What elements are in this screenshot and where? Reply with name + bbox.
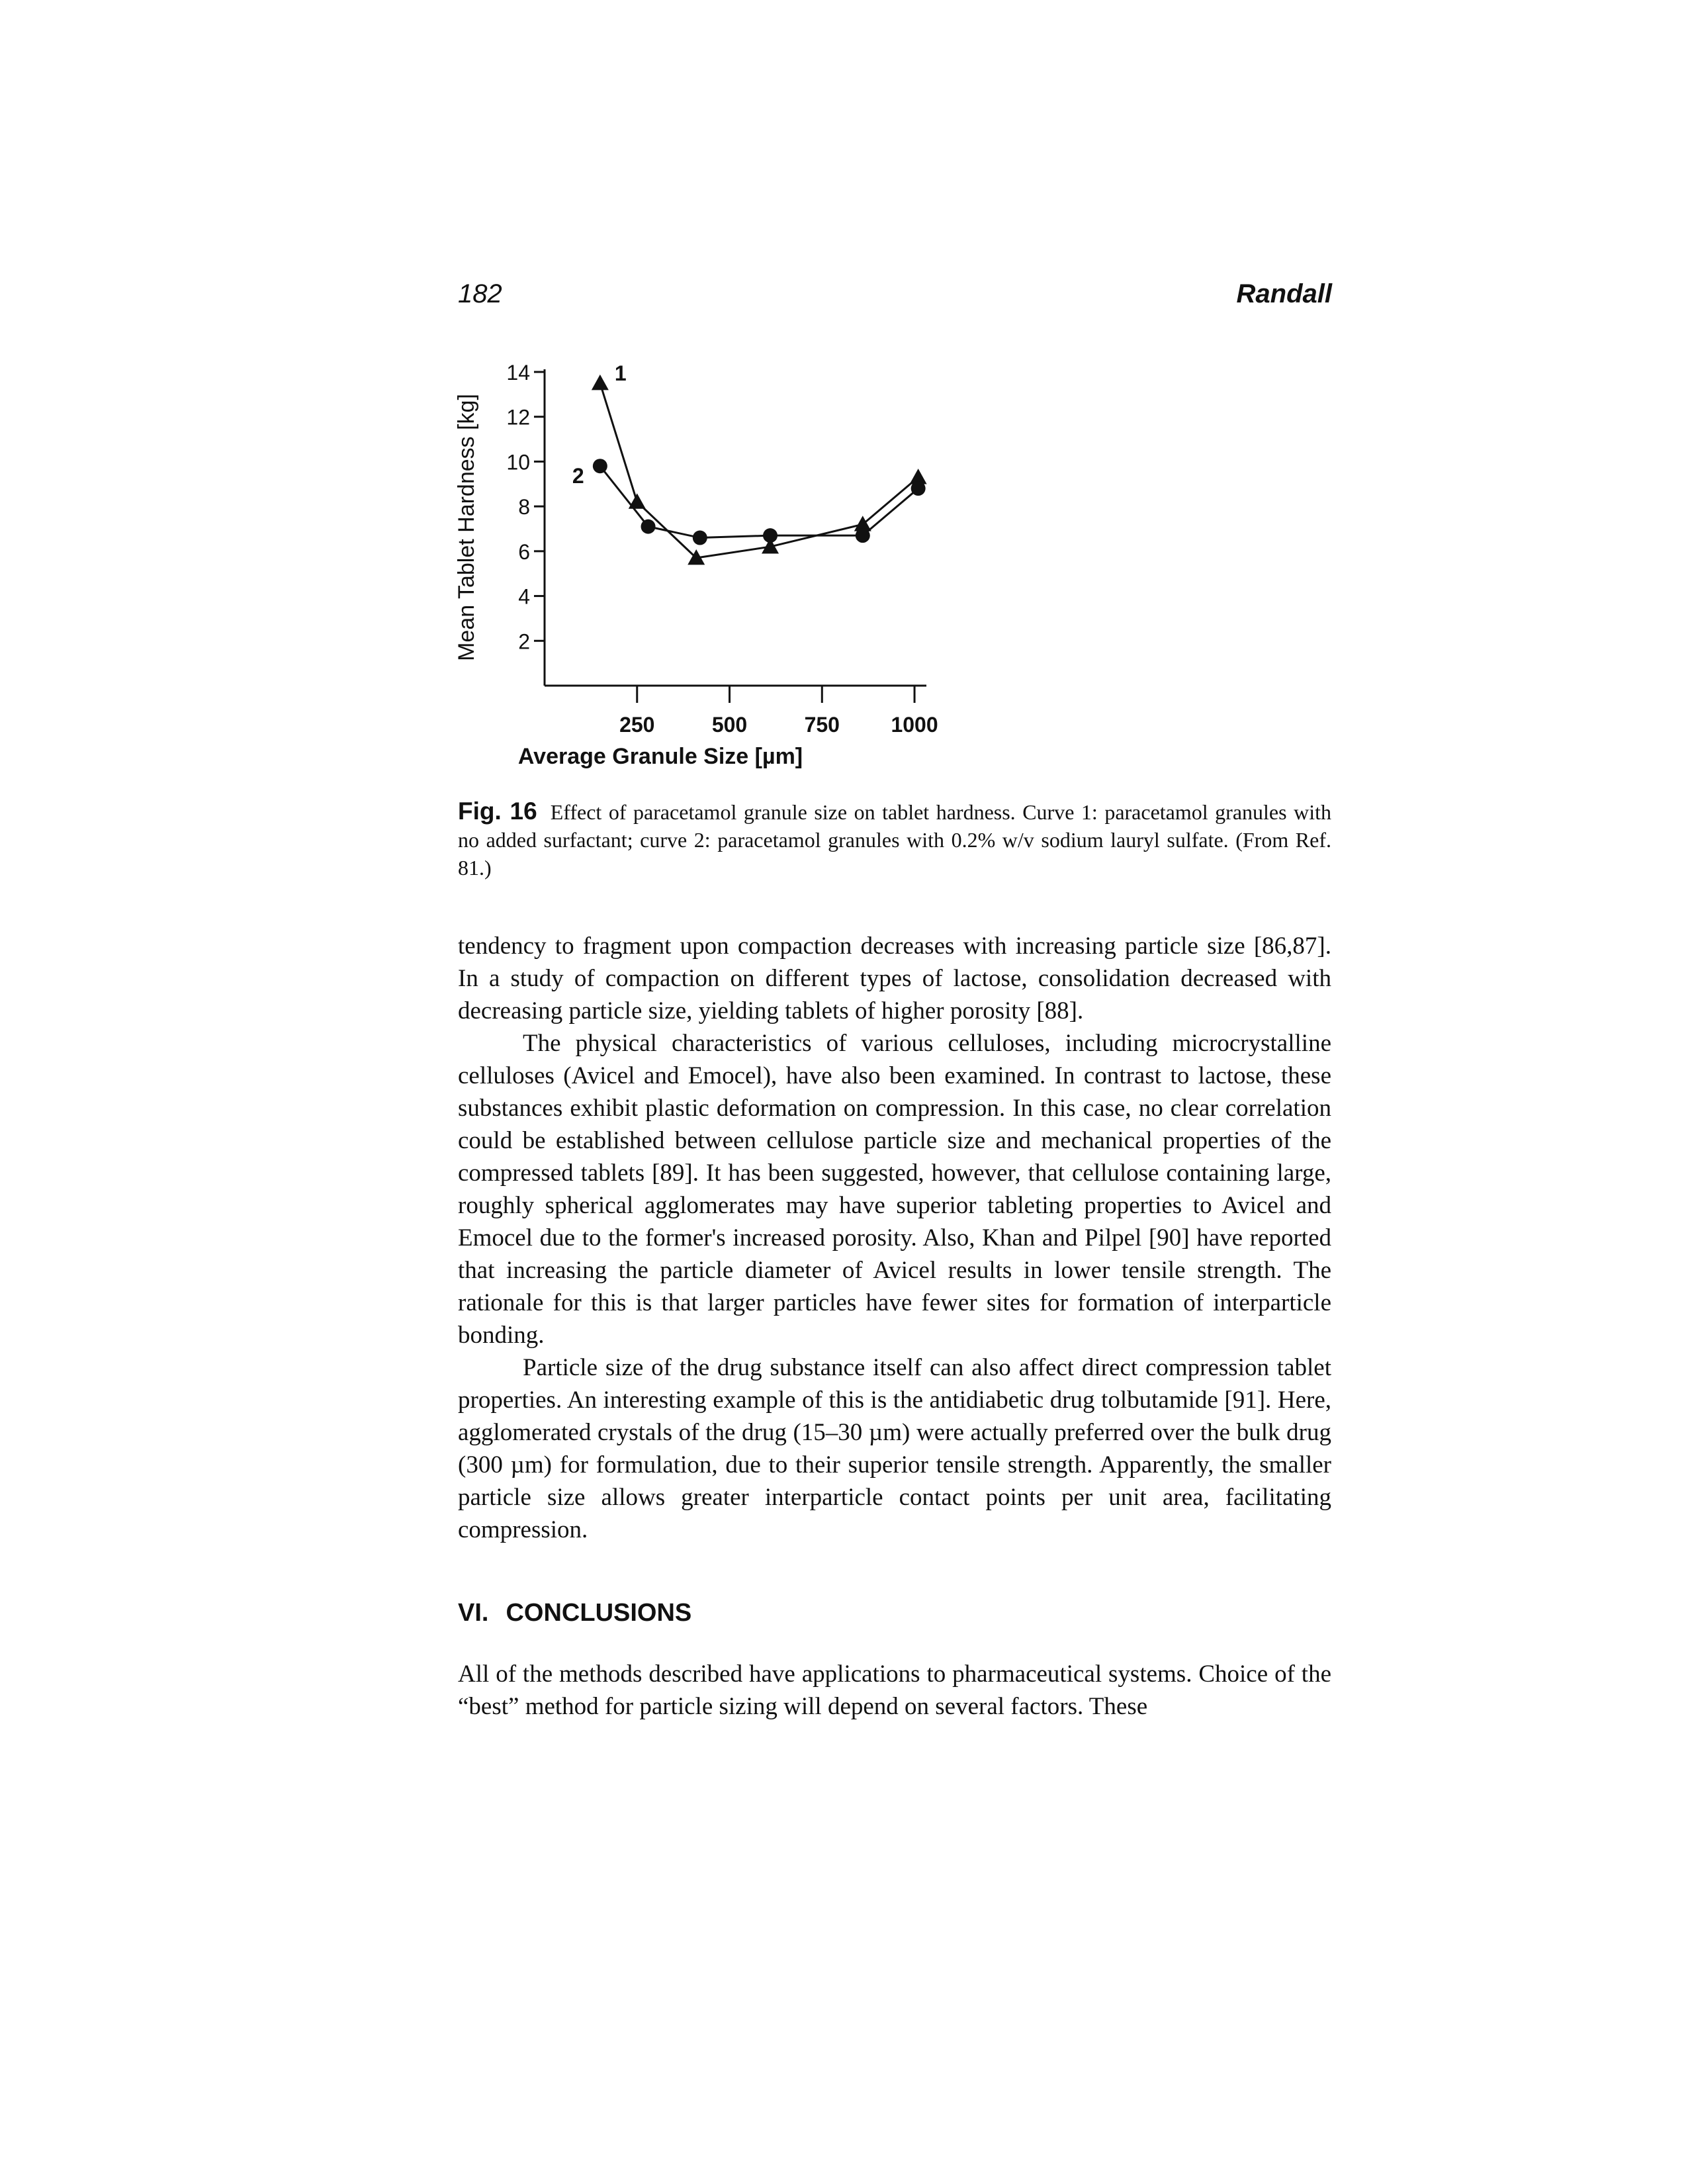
- figure-caption-text: Effect of paracetamol granule size on ta…: [458, 800, 1331, 880]
- x-axis-label: Average Granule Size [µm]: [518, 744, 803, 769]
- series-2-point: [641, 519, 656, 534]
- conclusion-paragraph: All of the methods described have applic…: [458, 1661, 1331, 1720]
- series-2-point: [692, 530, 707, 545]
- paragraph-3: Particle size of the drug substance itse…: [458, 1354, 1331, 1543]
- series-1-point: [909, 469, 927, 484]
- y-tick-label: 14: [506, 361, 530, 385]
- x-tick-label: 500: [712, 713, 747, 737]
- y-tick-label: 12: [506, 406, 530, 430]
- x-tick-label: 750: [805, 713, 840, 737]
- y-axis-label: Mean Tablet Hardness [kg]: [454, 394, 479, 661]
- series-2-point: [911, 481, 926, 496]
- figure-label: Fig. 16: [458, 797, 537, 825]
- series-2-point: [855, 528, 870, 543]
- page-number: 182: [458, 279, 502, 308]
- section-heading: VI. CONCLUSIONS: [458, 1599, 691, 1627]
- series-1-point: [591, 374, 609, 390]
- y-tick-label: 8: [518, 495, 530, 519]
- x-tick-label: 250: [619, 713, 654, 737]
- series-1-label: 1: [615, 361, 627, 385]
- series-1-point: [688, 549, 705, 565]
- paragraph-2: The physical characteristics of various …: [458, 1030, 1331, 1349]
- series-1-point: [628, 493, 646, 509]
- body-text: tendency to fragment upon compaction dec…: [458, 930, 1331, 1546]
- x-tick-label: 1000: [891, 713, 938, 737]
- series-1-point: [762, 538, 779, 554]
- series-2-line: [599, 465, 919, 539]
- y-tick-label: 6: [518, 540, 530, 564]
- running-head: Randall: [1236, 279, 1332, 308]
- series-2-point: [592, 459, 607, 474]
- series-2-point: [763, 528, 778, 543]
- y-tick-label: 10: [506, 450, 530, 474]
- y-tick-label: 4: [518, 585, 530, 609]
- section-title: CONCLUSIONS: [506, 1599, 692, 1627]
- series-2-label: 2: [572, 464, 584, 488]
- y-tick-label: 2: [518, 629, 530, 653]
- series-1-point: [854, 516, 871, 531]
- section-number: VI.: [458, 1599, 489, 1627]
- paragraph-1: tendency to fragment upon compaction dec…: [458, 933, 1331, 1024]
- series-1-line: [599, 383, 919, 559]
